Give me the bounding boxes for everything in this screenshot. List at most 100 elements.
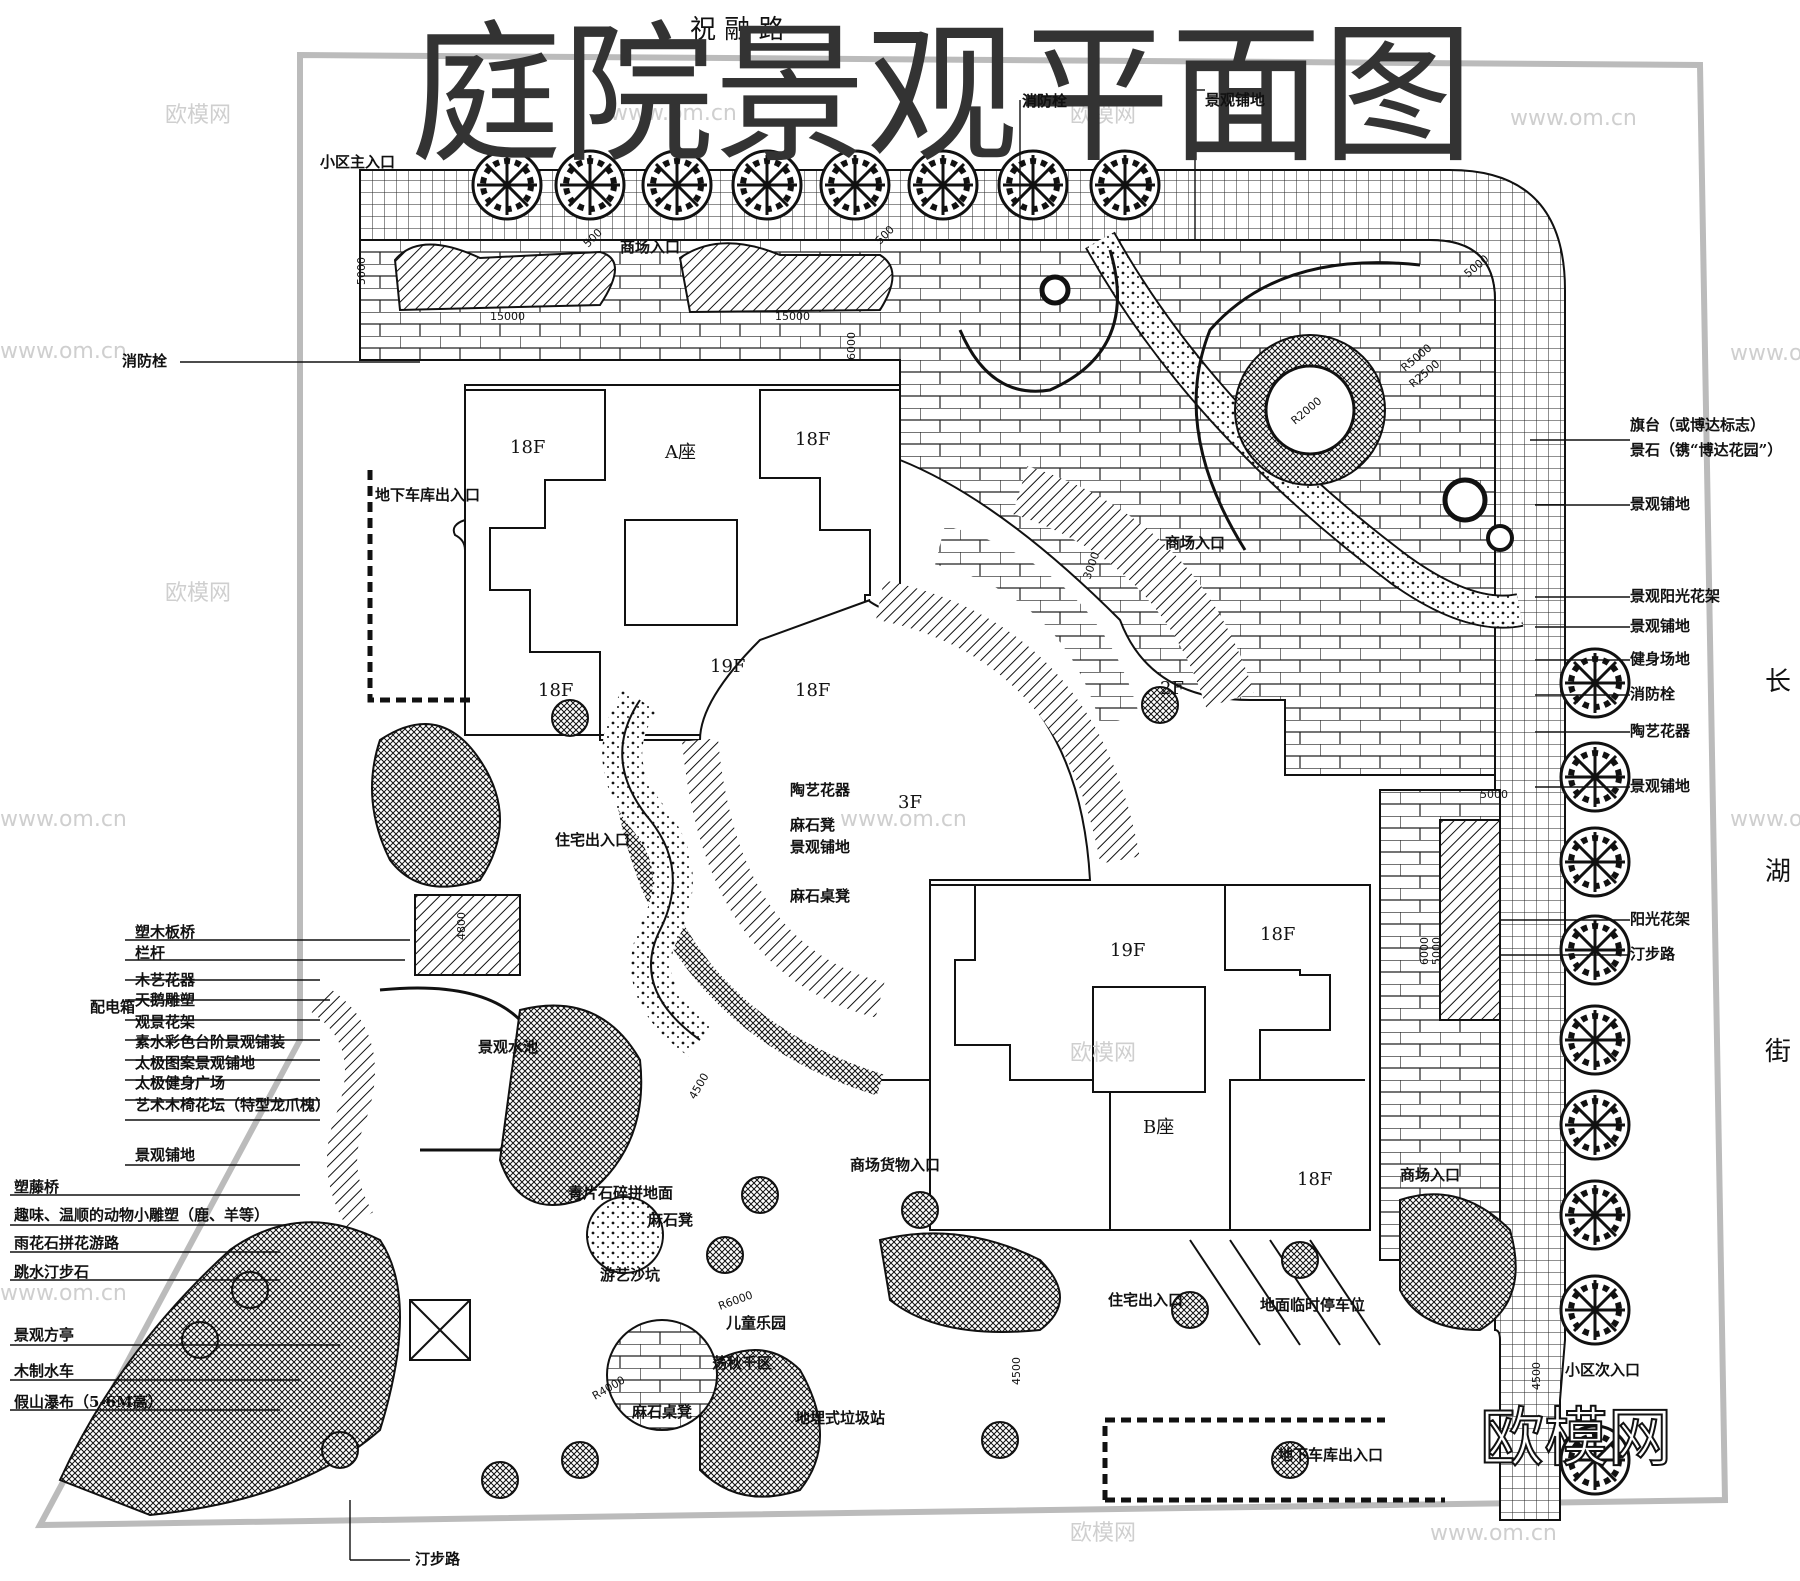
vine-bridge (311, 987, 375, 1228)
vegetation-pool (498, 1004, 643, 1206)
svg-text:www.om.cn: www.om.cn (1730, 341, 1800, 366)
svg-text:www.om.cn: www.om.cn (840, 807, 967, 832)
podium-2f-label: 2F (1160, 678, 1184, 699)
svg-text:旗台（或博达标志）: 旗台（或博达标志） (1630, 416, 1765, 434)
svg-text:景观铺地: 景观铺地 (1630, 495, 1690, 513)
svg-text:www.om.cn: www.om.cn (1430, 1521, 1557, 1546)
svg-text:19F: 19F (710, 656, 745, 677)
svg-text:5000: 5000 (1480, 788, 1508, 801)
svg-text:18F: 18F (510, 437, 545, 458)
svg-text:地面临时停车位: 地面临时停车位 (1260, 1296, 1365, 1314)
svg-text:麻石桌凳: 麻石桌凳 (789, 887, 850, 905)
svg-text:小区主入口: 小区主入口 (320, 153, 395, 171)
svg-text:木制水车: 木制水车 (13, 1362, 74, 1380)
svg-text:商场入口: 商场入口 (1400, 1166, 1460, 1184)
svg-text:www.om.cn: www.om.cn (0, 1281, 127, 1306)
svg-text:汀步路: 汀步路 (1630, 945, 1676, 963)
svg-text:住宅出入口: 住宅出入口 (1108, 1291, 1183, 1309)
svg-text:栏杆: 栏杆 (135, 944, 165, 962)
svg-text:汀步路: 汀步路 (415, 1550, 461, 1568)
landscape-stone (1442, 477, 1488, 523)
svg-text:15000: 15000 (490, 310, 525, 323)
svg-text:消防栓: 消防栓 (1022, 92, 1067, 110)
svg-text:www.om.cn: www.om.cn (610, 101, 737, 126)
road-east-label-1: 长 (1765, 667, 1791, 697)
svg-text:18F: 18F (538, 680, 573, 701)
svg-text:景观铺地: 景观铺地 (1205, 91, 1265, 109)
site-boundary (34, 51, 1729, 1529)
annotations-left: 消防栓 地下车库出入口 塑木板桥 栏杆 木艺花器 天鹅雕塑 配电箱 观景花架 素… (13, 352, 480, 1568)
svg-text:欧模网: 欧模网 (1070, 1521, 1136, 1546)
building-b-labels: B座 19F 18F 18F (1110, 924, 1332, 1190)
drawing-title: 庭院景观平面图 (410, 7, 1474, 184)
svg-text:趣味、温顺的动物小雕塑（鹿、羊等）: 趣味、温顺的动物小雕塑（鹿、羊等） (13, 1206, 269, 1224)
svg-text:4500: 4500 (1530, 1362, 1543, 1390)
svg-text:儿童乐园: 儿童乐园 (725, 1314, 786, 1332)
svg-text:www.om.cn: www.om.cn (0, 339, 127, 364)
svg-text:B座: B座 (1143, 1117, 1174, 1138)
brand-logo: 欧模网 (1480, 1402, 1672, 1476)
svg-text:观景花架: 观景花架 (135, 1013, 195, 1031)
svg-text:景观铺地: 景观铺地 (790, 838, 850, 856)
vegetation-southwest (58, 1221, 401, 1517)
svg-text:太极健身广场: 太极健身广场 (135, 1074, 225, 1092)
svg-text:景石（镌“博达花园”）: 景石（镌“博达花园”） (1630, 441, 1782, 459)
annotations-interior: 小区主入口 消防栓 景观铺地 商场入口 商场入口 商场入口 住宅出入口 住宅出入… (320, 91, 1460, 1464)
svg-text:www.om.cn: www.om.cn (0, 807, 127, 832)
svg-text:www.om.cn: www.om.cn (1730, 807, 1800, 832)
svg-text:18F: 18F (795, 680, 830, 701)
svg-text:雨花石拼花游路: 雨花石拼花游路 (14, 1234, 120, 1252)
svg-text:陶艺花器: 陶艺花器 (1630, 722, 1691, 740)
svg-text:陶艺花器: 陶艺花器 (790, 781, 851, 799)
kids-play-area (606, 1319, 718, 1431)
building-b-core (1092, 986, 1206, 1093)
arc-walk (1194, 261, 1421, 551)
svg-text:消防栓: 消防栓 (1630, 685, 1675, 703)
svg-text:6000: 6000 (1418, 937, 1431, 965)
svg-text:健身场地: 健身场地 (1630, 650, 1690, 668)
svg-text:艺术木椅花坛（特型龙爪槐）: 艺术木椅花坛（特型龙爪槐） (135, 1096, 330, 1114)
svg-text:太极图案景观铺地: 太极图案景观铺地 (135, 1054, 255, 1072)
svg-text:欧模网: 欧模网 (165, 103, 231, 128)
square-pavilion (409, 1299, 471, 1361)
svg-text:www.om.cn: www.om.cn (1510, 106, 1637, 131)
vegetation-south-east (1399, 1193, 1517, 1332)
svg-text:商场入口: 商场入口 (620, 238, 680, 256)
svg-text:19F: 19F (1110, 940, 1145, 961)
svg-text:R6000: R6000 (717, 1288, 755, 1312)
svg-text:4500: 4500 (686, 1071, 711, 1102)
svg-text:麻石凳: 麻石凳 (789, 816, 835, 834)
road-east-label-3: 街 (1765, 1037, 1791, 1067)
svg-text:景观铺地: 景观铺地 (135, 1146, 195, 1164)
svg-text:景观铺地: 景观铺地 (1630, 777, 1690, 795)
vegetation-bottom (699, 1349, 821, 1498)
podium-3f-label: 3F (898, 792, 922, 813)
svg-text:地下车库出入口: 地下车库出入口 (375, 486, 480, 504)
vegetation-left-cluster (371, 723, 501, 888)
road-east-label-2: 湖 (1765, 857, 1791, 887)
leader-lines (10, 89, 1630, 1561)
svg-text:小区次入口: 小区次入口 (1565, 1361, 1640, 1379)
svg-text:景观阳光花架: 景观阳光花架 (1630, 587, 1720, 605)
svg-text:麻石凳: 麻石凳 (647, 1211, 693, 1229)
svg-text:景观铺地: 景观铺地 (1630, 617, 1690, 635)
svg-text:15000: 15000 (775, 310, 810, 323)
podium-2f-walk (1012, 466, 1254, 708)
svg-text:天鹅雕塑: 天鹅雕塑 (135, 991, 195, 1009)
svg-text:18F: 18F (1297, 1169, 1332, 1190)
svg-text:配电箱: 配电箱 (90, 998, 135, 1016)
svg-text:A座: A座 (664, 442, 696, 463)
svg-text:地下车库出入口: 地下车库出入口 (1278, 1446, 1383, 1464)
svg-text:荡秋千区: 荡秋千区 (712, 1354, 772, 1372)
hedge-left (367, 470, 470, 703)
building-a-core (624, 519, 738, 626)
sun-pergola (1439, 819, 1501, 1021)
svg-text:景观方亭: 景观方亭 (14, 1326, 74, 1344)
svg-text:欧模网: 欧模网 (165, 581, 231, 606)
flag-platform (1234, 334, 1386, 486)
svg-text:假山瀑布（5-6M高）: 假山瀑布（5-6M高） (14, 1393, 163, 1411)
svg-text:塑木板桥: 塑木板桥 (135, 923, 196, 941)
svg-text:5000: 5000 (355, 257, 368, 285)
svg-text:素水彩色台阶景观铺装: 素水彩色台阶景观铺装 (135, 1033, 286, 1051)
